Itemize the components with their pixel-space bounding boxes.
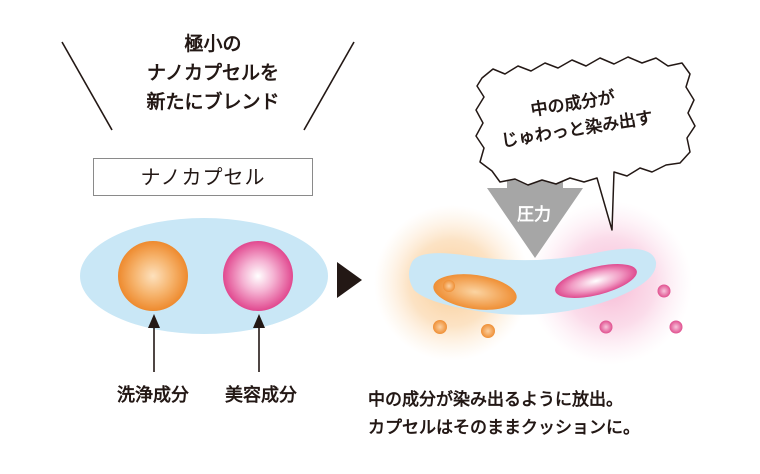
headline-line: 極小の	[184, 33, 242, 55]
pressure-arrow-icon	[487, 160, 583, 258]
result-caption-line: 中の成分が染み出るように放出。	[368, 390, 623, 410]
headline: 極小の ナノカプセルを 新たにブレンド	[108, 30, 318, 117]
released-pink-droplet	[599, 320, 613, 334]
cleansing-pointer-arrow	[148, 314, 160, 372]
beauty-ingredient-label: 美容成分	[225, 385, 297, 406]
released-orange-droplet	[433, 320, 447, 334]
compressed-pink-ingredient	[555, 264, 637, 298]
speech-bubble	[475, 56, 696, 231]
headline-line: 新たにブレンド	[146, 91, 280, 113]
released-pink-droplet	[657, 284, 671, 298]
headline-right-slash	[303, 41, 355, 131]
cleansing-ingredient-label: 洗浄成分	[117, 385, 189, 406]
beauty-ingredient-ball	[223, 241, 293, 311]
released-orange-droplet	[481, 324, 495, 338]
nanocapsule-label: ナノカプセル	[93, 158, 313, 196]
beauty-pointer-arrow	[253, 314, 265, 372]
transition-arrow-icon	[337, 262, 362, 298]
result-caption-line: カプセルはそのままクッションに。	[368, 418, 640, 438]
headline-line: ナノカプセルを	[146, 62, 280, 84]
released-pink-droplet	[669, 320, 683, 334]
pressure-label: 圧力	[517, 205, 551, 225]
headline-left-slash	[61, 41, 113, 131]
result-caption: 中の成分が染み出るように放出。 カプセルはそのままクッションに。	[368, 386, 758, 442]
released-orange-droplet	[443, 280, 455, 292]
cleansing-ingredient-ball	[118, 241, 188, 311]
